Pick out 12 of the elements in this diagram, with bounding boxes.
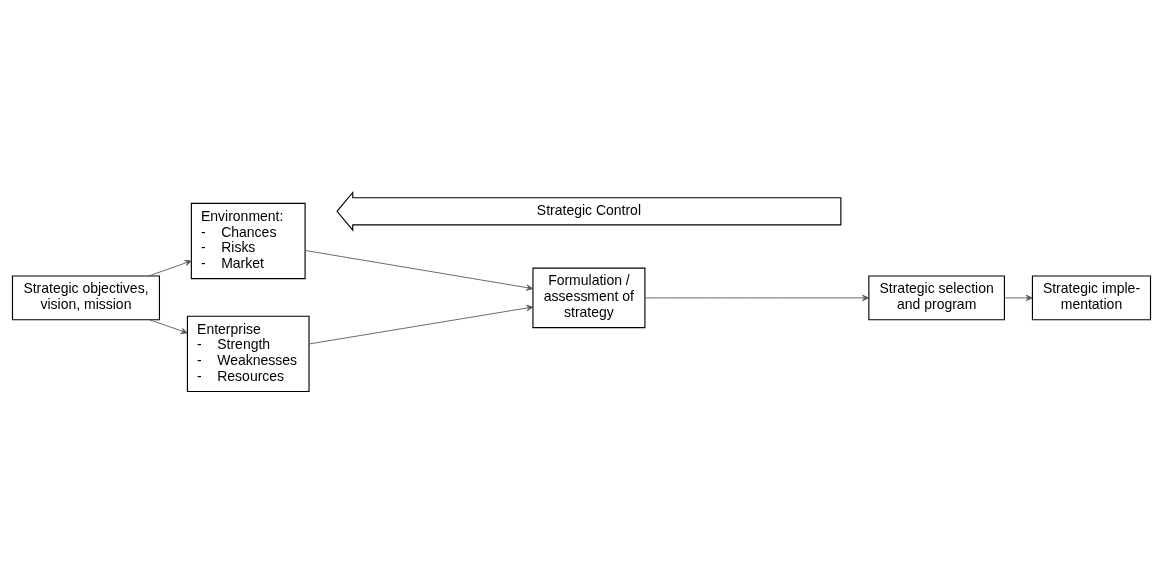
arrow	[644, 294, 870, 301]
arrow	[149, 318, 188, 334]
node-box: Strategic objectives, vision, mission	[11, 274, 160, 320]
arrow	[148, 259, 192, 276]
node-box: Strategic selection and program	[868, 274, 1005, 320]
node-box: Formulation / assessment of strategy	[532, 267, 646, 328]
arrow	[1004, 294, 1033, 301]
arrow	[308, 304, 534, 344]
node-box: Strategic imple- mentation	[1031, 274, 1152, 320]
node-box: Enterprise - Strength - Weaknesses - Resources	[186, 315, 310, 392]
node-box: Environment: - Chances - Risks - Market	[190, 202, 306, 279]
arrow	[305, 249, 534, 291]
